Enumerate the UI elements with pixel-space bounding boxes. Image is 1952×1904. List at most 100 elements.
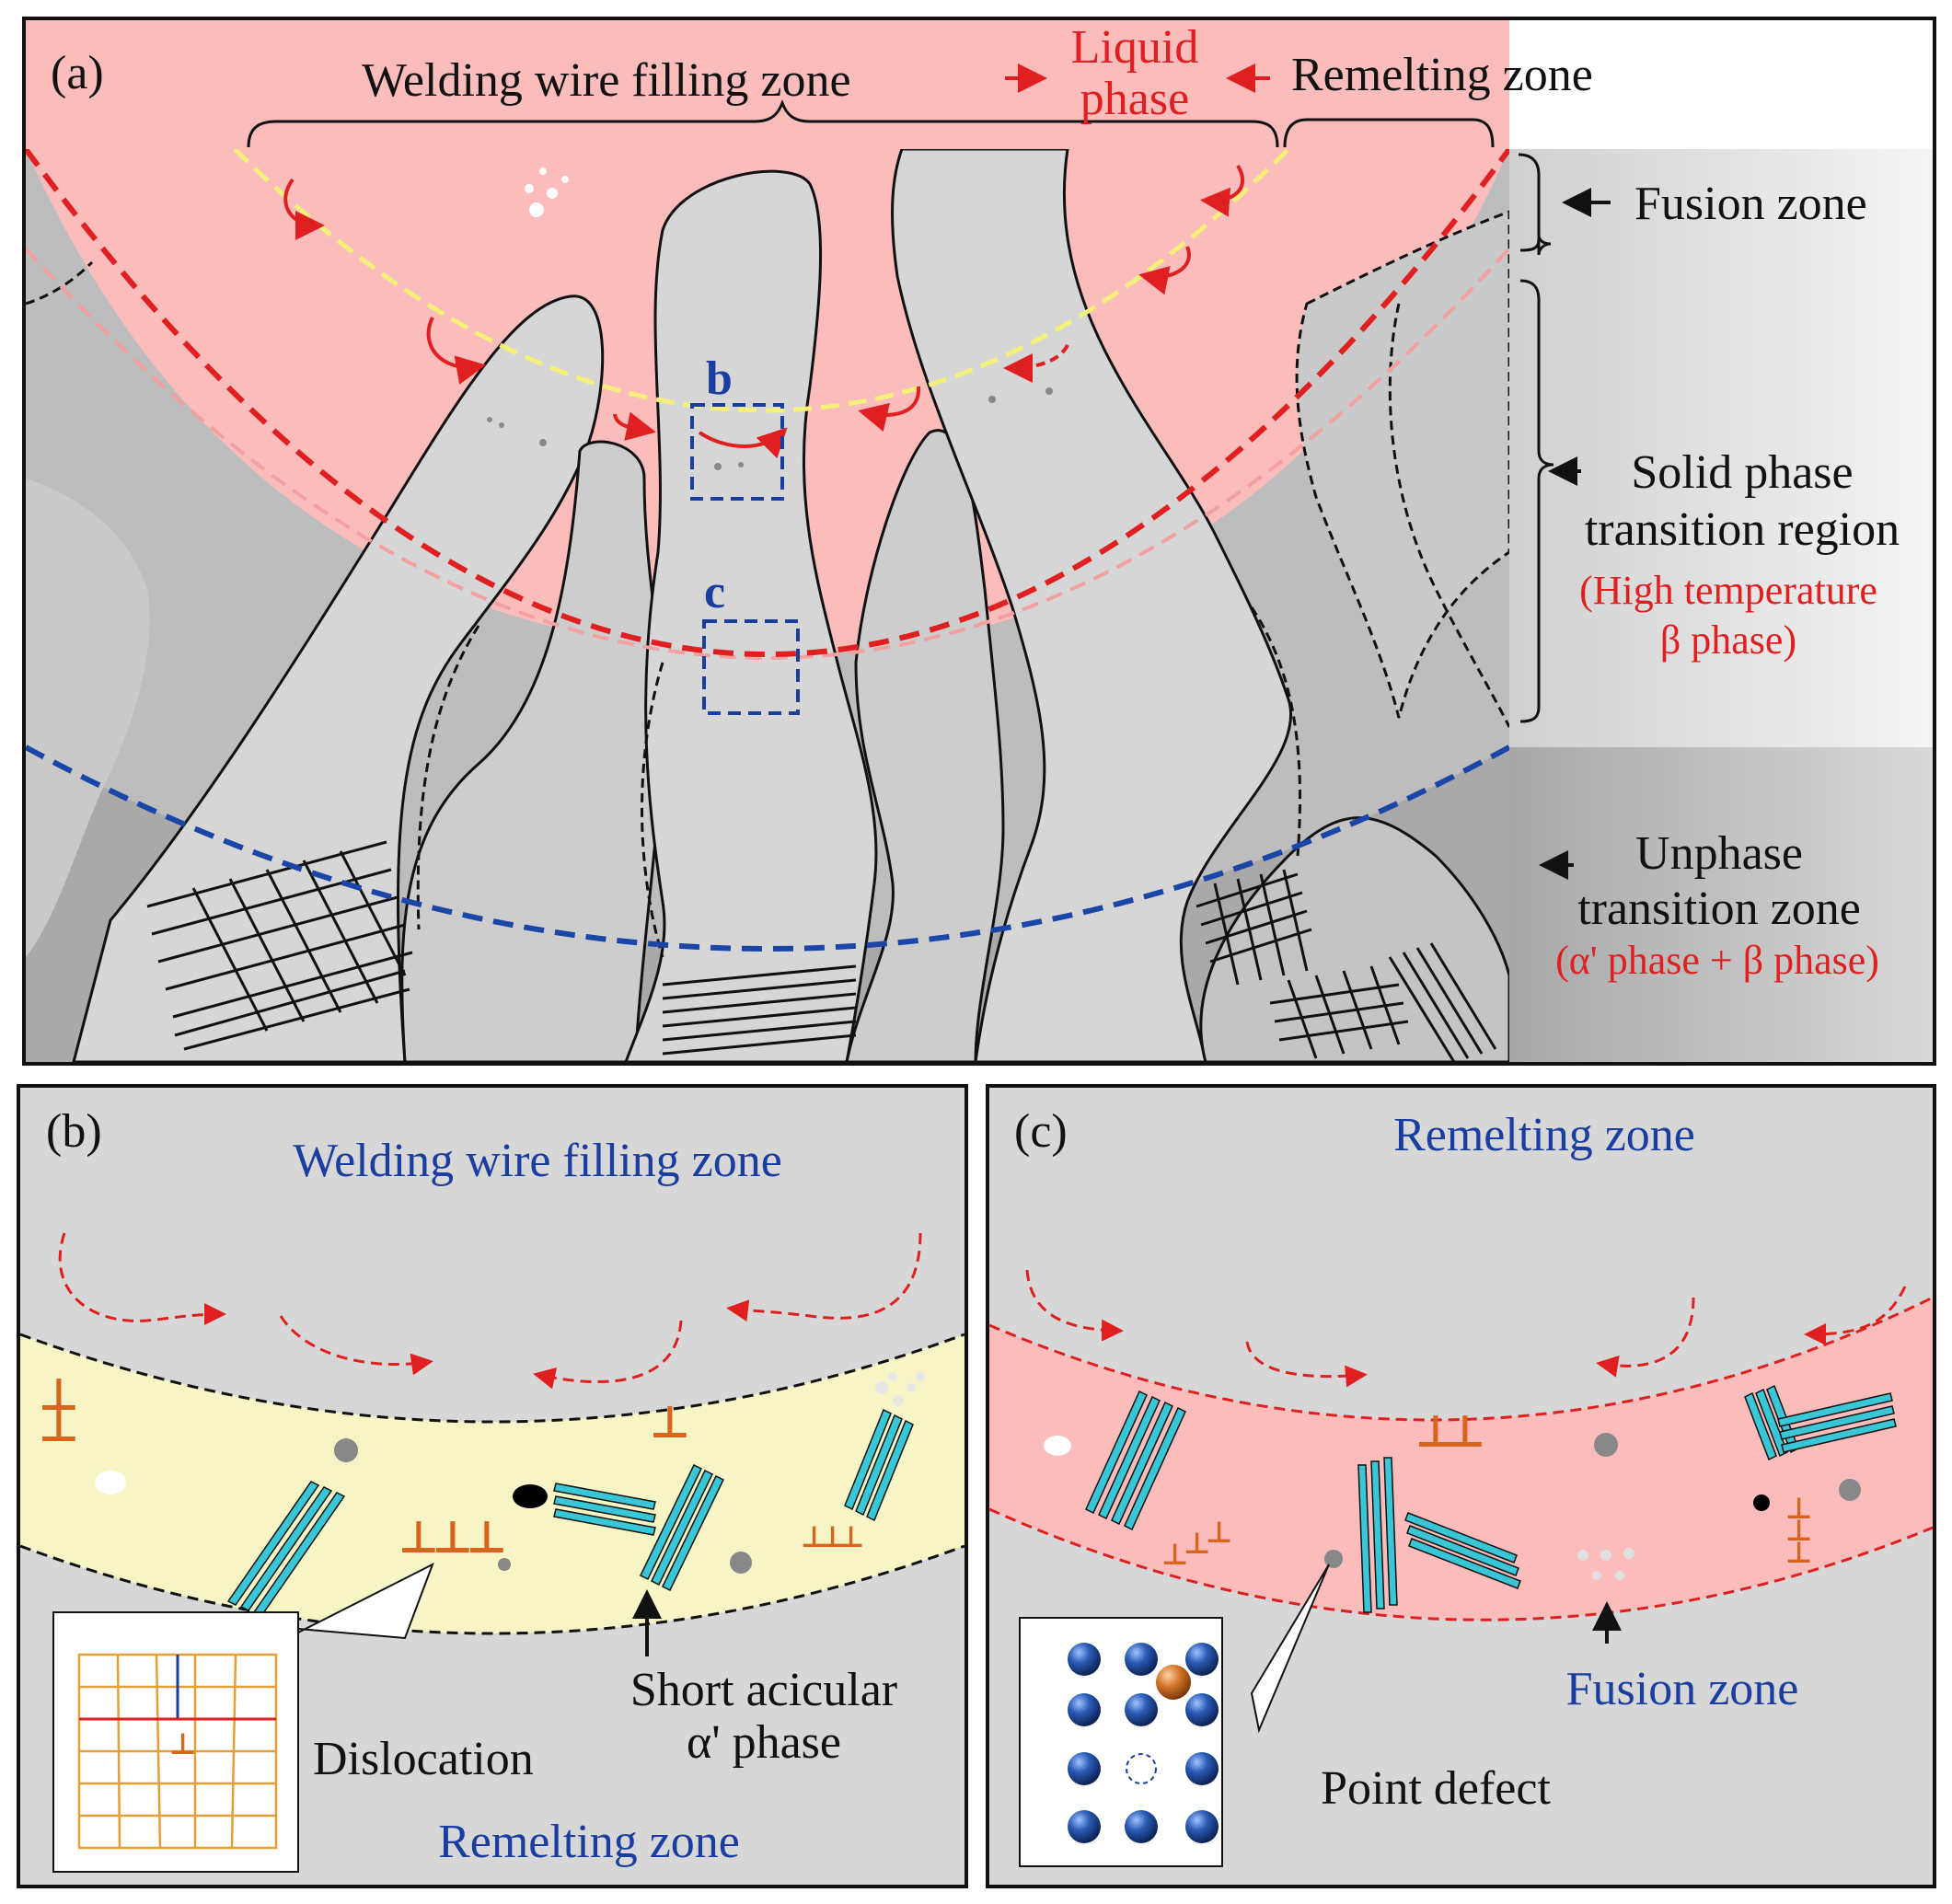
inset-box-c xyxy=(702,619,800,715)
liquid-phase-label-line1: Liquid xyxy=(1071,21,1199,74)
white-particle xyxy=(1044,1436,1071,1456)
dislocation-symbol: ⊥ xyxy=(1785,1491,1812,1526)
dislocation-symbol: ⊥ xyxy=(801,1519,827,1554)
flow-arrow-dashed xyxy=(1003,343,1069,383)
grain-boundary-dashed xyxy=(1250,606,1302,857)
brace-remelting xyxy=(1283,118,1495,148)
brace-fusion-zone xyxy=(1518,153,1552,256)
columnar-grain xyxy=(891,149,1292,1062)
atom-lattice xyxy=(1068,1643,1219,1843)
grain-boundary-dashed xyxy=(1388,303,1509,728)
fusion-band xyxy=(20,1334,964,1633)
acicular-alpha-needles xyxy=(226,1408,914,1617)
dislocation-symbol: ⊥ xyxy=(1445,1406,1485,1458)
dislocation-symbol: ⊥ xyxy=(1785,1535,1812,1570)
dislocation-symbol: ⊥ xyxy=(169,1726,196,1761)
white-particle-cluster xyxy=(875,1372,925,1406)
point-defect-label: Point defect xyxy=(1321,1762,1551,1815)
flow-arrows xyxy=(1025,1269,1907,1388)
dislocation-symbol: ⊥ xyxy=(837,1519,864,1554)
gray-particle xyxy=(498,1558,511,1571)
panel-c: ⊥ ⊥ ⊥ ⊥ ⊥ ⊥ ⊥ ⊥ (c) Remel xyxy=(986,1084,1936,1888)
welding-wire-filling-zone-label: Welding wire filling zone xyxy=(362,54,851,107)
columnar-grain xyxy=(624,169,878,1062)
solid-phase-note-line2: β phase) xyxy=(1660,617,1796,663)
panel-b: ⊥ ⊥ ⊥ ⊥ ⊥ ⊥ ⊥ ⊥ ⊥ ⊥ (b) Welding wire fil… xyxy=(17,1084,968,1888)
precipitate-dots xyxy=(487,387,1053,470)
dislocation-symbol: ⊥ xyxy=(467,1512,507,1564)
inset-box-b xyxy=(690,403,784,501)
grain-boundary-dashed xyxy=(641,662,664,958)
grain-boundary-dashed xyxy=(416,625,480,930)
band-boundary-bottom xyxy=(20,1544,964,1635)
dislocation-symbol: ⊥ xyxy=(1415,1406,1456,1458)
point-defect-callout xyxy=(1250,1564,1330,1734)
precipitate-dots xyxy=(525,167,569,217)
dislocation-symbol: ⊥ xyxy=(433,1512,473,1564)
solid-phase-label-line2: transition region xyxy=(1585,503,1900,556)
dislocation-symbol: ⊥ xyxy=(1161,1537,1188,1572)
inset-marker-b: b xyxy=(706,352,733,405)
gray-particle xyxy=(1324,1550,1343,1568)
dislocation-symbol: ⊥ xyxy=(39,1401,79,1452)
dislocation-symbol: ⊥ xyxy=(650,1397,690,1448)
fusion-band xyxy=(989,1298,1933,1621)
dislocation-symbol: ⊥ xyxy=(1785,1513,1812,1548)
black-particle xyxy=(1753,1494,1770,1511)
band-boundary-top xyxy=(20,1333,964,1424)
columnar-grain xyxy=(72,294,605,1062)
dislocation-symbol: ⊥ xyxy=(819,1519,846,1554)
panel-a-tag: (a) xyxy=(51,47,104,99)
solid-phase-side-band xyxy=(1509,287,1933,747)
acicular-label-line2: α' phase xyxy=(687,1716,841,1769)
remelting-zone-label: Remelting zone xyxy=(438,1816,740,1868)
remelting-zone-label: Remelting zone xyxy=(1393,1109,1695,1161)
white-particle-cluster xyxy=(1577,1548,1634,1580)
band-boundary-bottom xyxy=(989,1507,1933,1621)
unphase-note: (α' phase + β phase) xyxy=(1555,938,1879,983)
white-particle xyxy=(95,1471,126,1494)
gray-particle xyxy=(1839,1479,1861,1501)
columnar-grain xyxy=(845,429,1005,1062)
acicular-alpha-needles xyxy=(1085,1384,1897,1613)
acicular-label-line1: Short acicular xyxy=(630,1664,897,1716)
gray-particle xyxy=(334,1438,358,1462)
black-particle xyxy=(513,1484,548,1508)
unphase-side-band xyxy=(1509,747,1933,1062)
solid-phase-label-line1: Solid phase xyxy=(1631,446,1853,499)
vacancy-site xyxy=(1126,1753,1157,1784)
flow-arrows xyxy=(58,1232,922,1390)
fusion-zone-side-band xyxy=(1509,149,1933,287)
liquidus-line-yellow xyxy=(233,149,1290,413)
liquid-header-band xyxy=(26,20,1509,149)
remelting-zone-label: Remelting zone xyxy=(1291,49,1593,101)
fusion-zone-label: Fusion zone xyxy=(1634,178,1867,230)
panel-a: (a) Welding wire filling zone Liquid pha… xyxy=(22,17,1936,1066)
panel-c-tag: (c) xyxy=(1014,1105,1068,1158)
gray-particle xyxy=(1594,1433,1618,1457)
dislocation-label: Dislocation xyxy=(313,1733,534,1785)
panel-b-tag: (b) xyxy=(46,1105,102,1158)
band-boundary-top xyxy=(989,1296,1933,1422)
grain-boundary-dashed xyxy=(26,260,94,306)
dislocation-symbol: ⊥ xyxy=(1206,1515,1232,1550)
dislocation-symbol: ⊥ xyxy=(39,1369,79,1421)
remelting-boundary-pink xyxy=(26,247,1509,660)
brace-welding-wire xyxy=(247,98,1279,148)
welding-wire-filling-zone-label: Welding wire filling zone xyxy=(293,1135,782,1187)
columnar-grain xyxy=(26,479,150,957)
unphase-label-line1: Unphase xyxy=(1635,827,1803,880)
solid-phase-note-line1: (High temperature xyxy=(1579,568,1877,613)
fusion-line-red xyxy=(26,149,1509,657)
flow-arrows xyxy=(283,164,1245,459)
interstitial-atom xyxy=(1156,1665,1191,1700)
basketweave-hatch xyxy=(146,840,1497,1062)
columnar-grain xyxy=(1295,210,1509,719)
gray-particle xyxy=(730,1552,752,1574)
unphase-label-line2: transition zone xyxy=(1577,883,1861,935)
dislocation-symbol: ⊥ xyxy=(1184,1526,1210,1561)
liquid-phase-label-line2: phase xyxy=(1080,73,1189,125)
inset-marker-c: c xyxy=(704,566,725,618)
dislocation-symbol: ⊥ xyxy=(398,1512,439,1564)
